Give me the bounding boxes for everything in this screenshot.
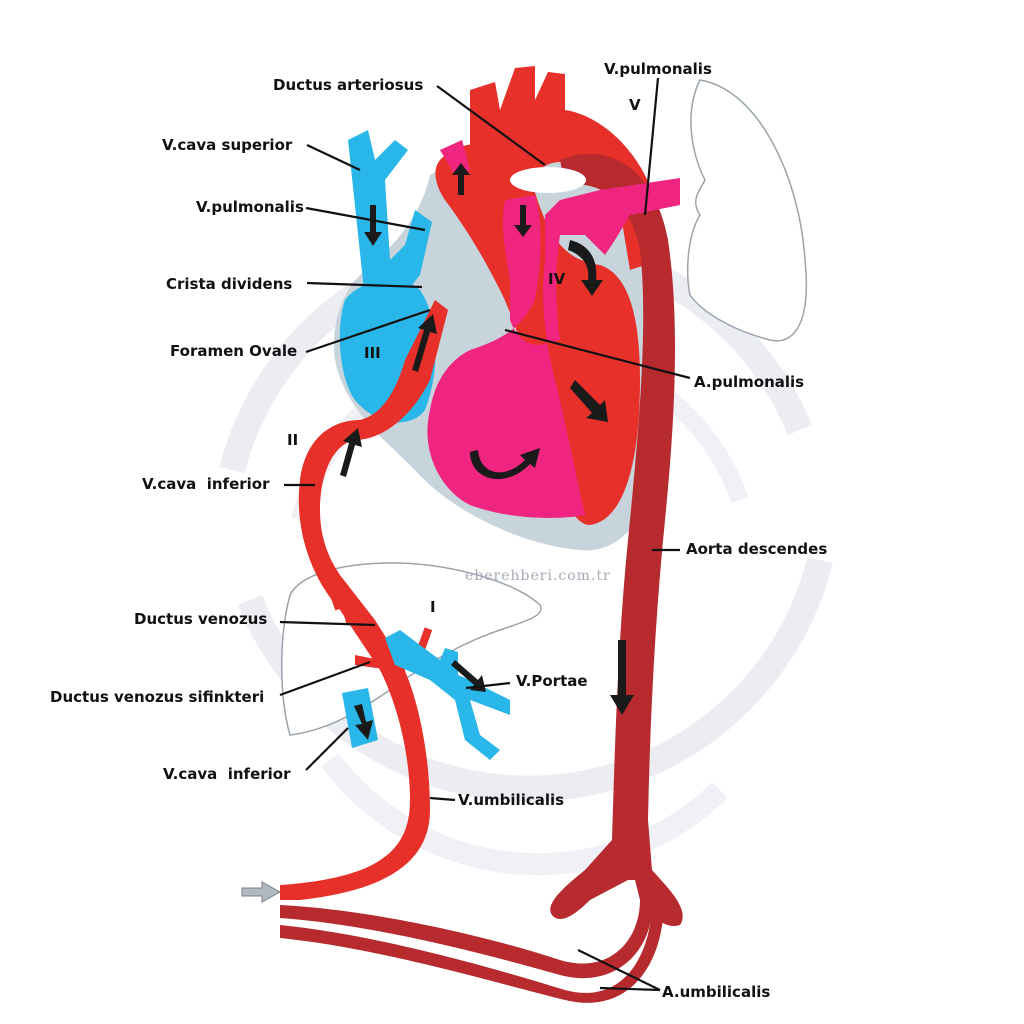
flow-arrow-icon (570, 380, 608, 422)
lung-shape (686, 79, 807, 342)
flow-arrow-icon (568, 240, 603, 296)
flow-arrow-icon (451, 660, 486, 692)
label-ductus-venozus-sifinkteri: Ductus venozus sifinkteri (50, 688, 264, 706)
label-vcava-inferior-lower: V.cava inferior (163, 765, 291, 783)
watermark-text: eberehberi.com.tr (465, 568, 611, 584)
label-foramen-ovale: Foramen Ovale (170, 342, 297, 360)
roman-iii: III (364, 344, 381, 362)
inflow-arrow-icon (241, 881, 282, 903)
label-ductus-venozus: Ductus venozus (134, 610, 267, 628)
roman-ii: II (287, 431, 298, 449)
label-vcava-inferior-upper: V.cava inferior (142, 475, 270, 493)
vena-portae (385, 630, 510, 760)
label-crista-dividens: Crista dividens (166, 275, 292, 293)
label-vpulmonalis-left: V.pulmonalis (196, 198, 304, 216)
flow-arrows (340, 163, 634, 740)
flow-arrow-icon (452, 163, 470, 195)
label-ductus-arteriosus: Ductus arteriosus (273, 76, 423, 94)
leader-lines (279, 77, 691, 992)
roman-v: V (629, 96, 641, 114)
left-heart-red (435, 143, 640, 525)
flow-arrow-icon (514, 205, 532, 237)
flow-arrow-icon (354, 704, 373, 740)
umbilical-artery-1 (280, 900, 653, 979)
flow-arrow-icon (340, 428, 362, 477)
ductus-arteriosus-opening (510, 167, 586, 193)
vena-cava-superior (348, 130, 432, 300)
vena-cava-inferior-upper (280, 300, 448, 900)
pulmonary-trunk (427, 178, 680, 518)
label-aorta-descendes: Aorta descendes (686, 540, 827, 558)
label-vportae: V.Portae (516, 672, 588, 690)
label-vpulmonalis-right: V.pulmonalis (604, 60, 712, 78)
flow-arrow-icon (364, 205, 382, 246)
roman-i: I (430, 598, 436, 616)
aorta-descendes (550, 153, 683, 926)
flow-arrow-icon (610, 640, 634, 715)
label-vcava-superior: V.cava superior (162, 136, 293, 154)
label-vumbilicalis: V.umbilicalis (458, 791, 564, 809)
roman-iv: IV (548, 270, 566, 288)
aortic-arch (470, 66, 660, 270)
label-apulmonalis: A.pulmonalis (694, 373, 804, 391)
label-aumbilicalis: A.umbilicalis (662, 983, 770, 1001)
flow-arrow-icon (470, 448, 540, 480)
flow-arrow-icon (412, 314, 437, 372)
